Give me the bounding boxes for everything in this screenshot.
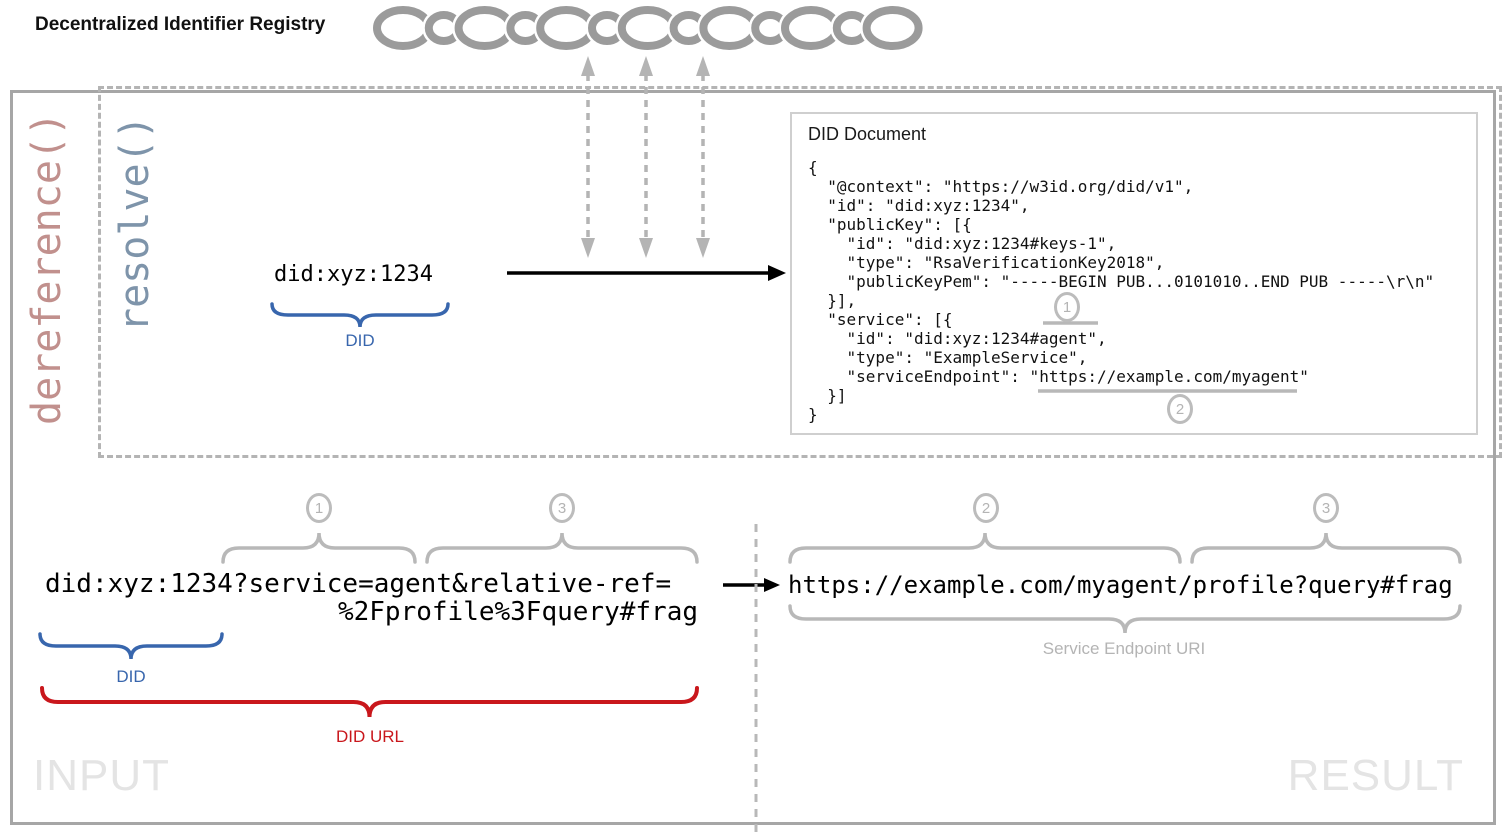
- did-url-brace-label: DID URL: [335, 727, 405, 746]
- json-line: "type": "ExampleService",: [808, 348, 1088, 367]
- ref-marker-input-relative-ref: 3: [549, 493, 575, 523]
- ref-marker-result-endpoint: 2: [973, 493, 999, 523]
- json-line: }]: [808, 386, 847, 405]
- ref-marker-service-endpoint: 2: [1167, 394, 1193, 424]
- resolve-box: [98, 86, 1502, 458]
- did-document-box: DID Document { "@context": "https://w3id…: [790, 112, 1478, 435]
- json-line: "type": "RsaVerificationKey2018",: [808, 253, 1165, 272]
- json-line: "publicKey": [{: [808, 215, 972, 234]
- resolve-function-label: resolve(): [112, 115, 158, 332]
- json-line: "id": "did:xyz:1234#keys-1",: [808, 234, 1117, 253]
- did-document-json: { "@context": "https://w3id.org/did/v1",…: [808, 158, 1434, 424]
- did-document-title: DID Document: [808, 124, 927, 144]
- did-url-line1: did:xyz:1234?service=agent&relative-ref=: [45, 569, 672, 599]
- did-value: did:xyz:1234: [274, 262, 433, 287]
- ref-marker-result-relative-ref: 3: [1313, 493, 1339, 523]
- chain-icon: [370, 3, 926, 53]
- json-line: "id": "did:xyz:1234#agent",: [808, 329, 1107, 348]
- json-line: {: [808, 158, 818, 177]
- service-endpoint-brace-label: Service Endpoint URI: [1042, 639, 1206, 658]
- did-url-did-brace-label: DID: [116, 667, 146, 686]
- registry-label: Decentralized Identifier Registry: [35, 14, 326, 35]
- ref-marker-service-id: 1: [1054, 292, 1080, 322]
- json-line: "id": "did:xyz:1234",: [808, 196, 1030, 215]
- json-line: "service": [{: [808, 310, 953, 329]
- did-url-line2: %2Fprofile%3Fquery#frag: [337, 597, 698, 627]
- input-zone-label: INPUT: [33, 751, 170, 800]
- json-line: "@context": "https://w3id.org/did/v1",: [808, 177, 1194, 196]
- json-line: "serviceEndpoint": "https://example.com/…: [808, 367, 1309, 386]
- ref-marker-input-service: 1: [306, 493, 332, 523]
- dereference-function-label: dereference(): [24, 111, 70, 425]
- result-zone-label: RESULT: [1287, 751, 1464, 800]
- json-line: }: [808, 405, 818, 424]
- json-line: "publicKeyPem": "-----BEGIN PUB...010101…: [808, 272, 1435, 291]
- service-endpoint-uri: https://example.com/myagent/profile?quer…: [788, 571, 1453, 599]
- json-line: }],: [808, 291, 857, 310]
- did-brace-label: DID: [345, 331, 375, 350]
